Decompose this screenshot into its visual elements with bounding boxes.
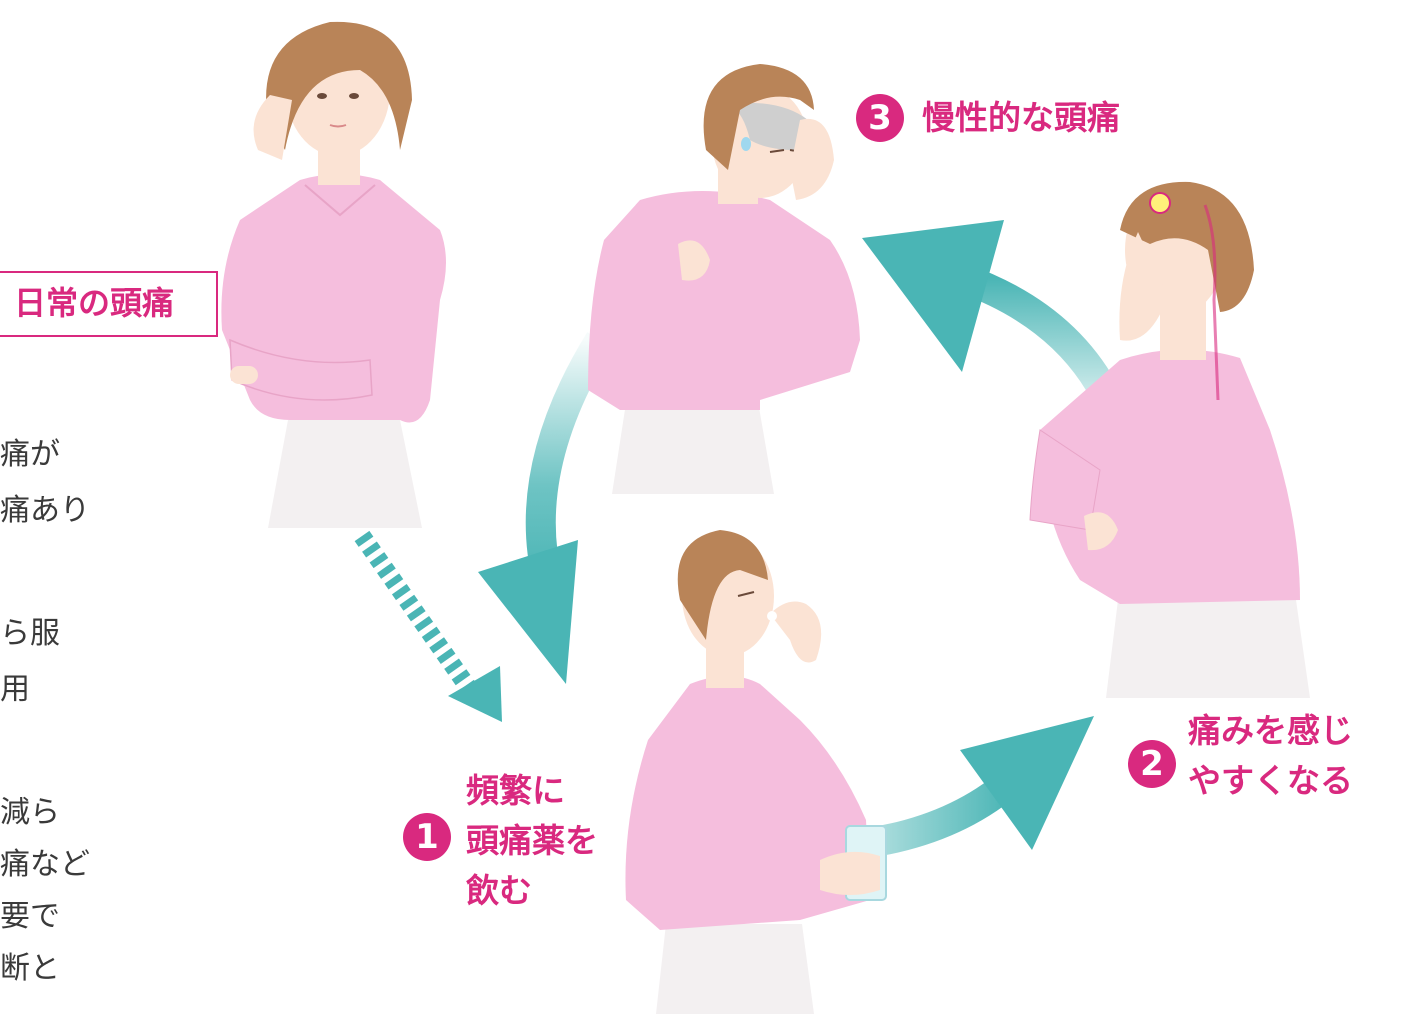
step-1-line-3: 飲む	[466, 871, 532, 910]
left-text-line-4: 用	[0, 672, 30, 707]
woman-pain-sensitive	[1029, 181, 1310, 698]
left-text-line-5: 減ら	[0, 795, 60, 830]
left-text-line-2: 痛あり	[0, 493, 90, 528]
step-2-line-1: 痛みを感じ	[1188, 711, 1353, 750]
cycle-arrow-2-to-3	[862, 220, 1133, 428]
woman-taking-medicine	[625, 530, 887, 1014]
everyday-headache-label: 日常の頭痛	[14, 284, 175, 322]
start-arrow	[354, 530, 502, 722]
step-2-line-2: やすくなる	[1188, 761, 1353, 800]
step-2-badge: 2	[1128, 740, 1176, 788]
step-1-line-2: 頭痛薬を	[466, 821, 598, 860]
woman-everyday-headache	[221, 21, 446, 528]
woman-chronic-headache	[588, 64, 860, 494]
step-1-badge: 1	[403, 813, 451, 861]
everyday-headache-tag	[0, 271, 218, 337]
step-3-badge: 3	[856, 94, 904, 142]
step-3-label: 慢性的な頭痛	[922, 98, 1120, 137]
cycle-arrow-3-to-1	[478, 332, 613, 684]
left-text-line-7: 要で	[0, 899, 60, 934]
step-1-line-1: 頻繁に	[466, 771, 565, 810]
left-text-line-3: ら服	[0, 616, 60, 651]
left-text-line-1: 痛が	[0, 437, 60, 472]
left-text-line-8: 断と	[0, 951, 60, 986]
left-text-line-6: 痛など	[0, 847, 90, 882]
